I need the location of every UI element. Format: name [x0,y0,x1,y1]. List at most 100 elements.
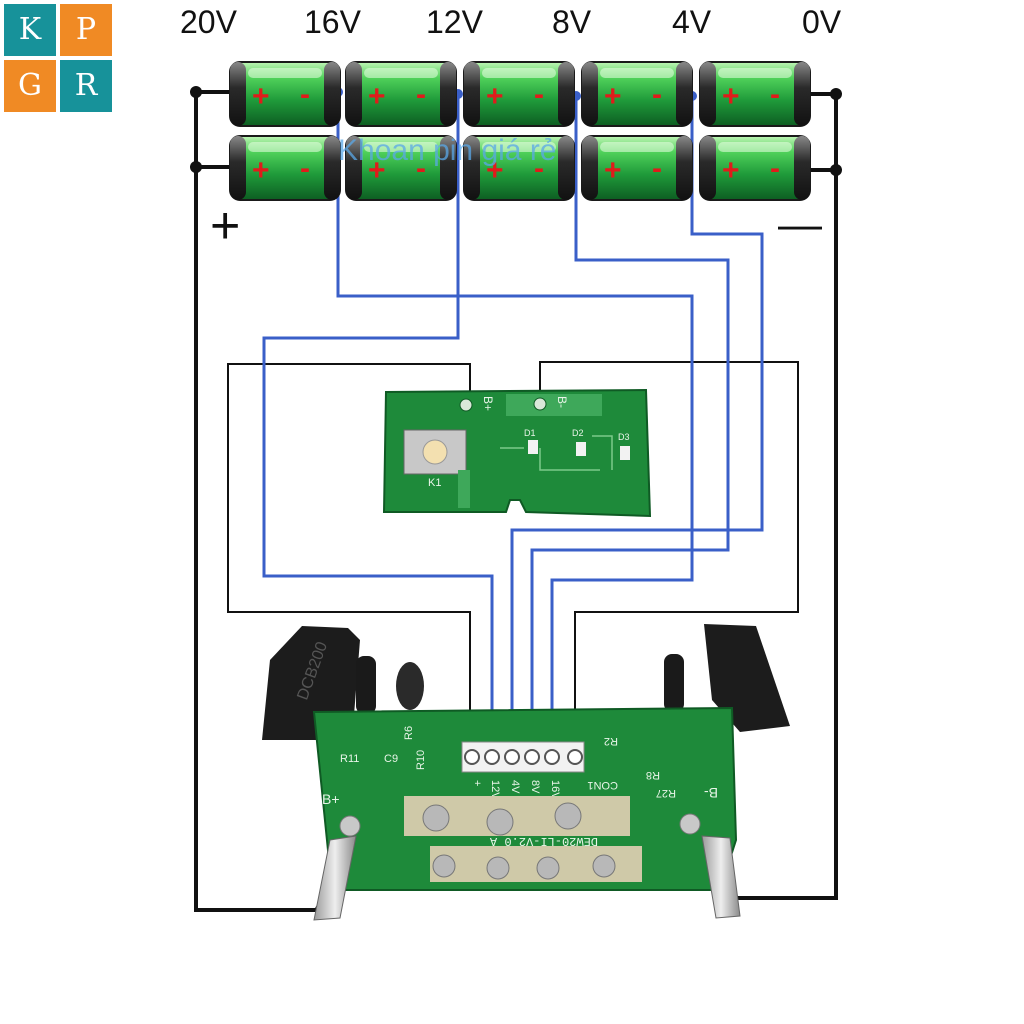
cell-plus-sign: + [252,80,270,113]
cell-minus-sign: - [416,152,426,185]
voltage-label-20v: 20V [180,4,237,40]
black-wires [194,90,838,912]
cell-plus-sign: + [252,154,270,187]
battery-cell: +- [463,135,575,201]
connector-pin-label: 8V [529,780,541,794]
cell-plus-sign: + [722,154,740,187]
wire-16v [336,92,694,748]
cell-minus-sign: - [652,78,662,111]
con1-label: CON1 [587,779,618,791]
logo-tile-k: K [4,4,56,56]
battery-cell: +- [581,61,693,127]
led-b-plus-wire [227,363,471,742]
board-silk-label: DEW20-LI-V2.0 A [489,834,598,848]
connector-pin [484,749,500,765]
connector-pin-label: 4V [509,780,521,794]
cell-plus-sign: + [604,80,622,113]
voltage-label-0v: 0V [802,4,842,40]
battery-cell: +- [699,61,811,127]
pack-plus-sign: + [210,197,241,255]
watermark: Khoan pin giá rẻ [338,134,557,167]
led-d1 [528,440,538,454]
push-button-k1 [403,429,467,475]
logo-tile-g: G [4,60,56,112]
voltage-label-4v: 4V [672,4,712,40]
connector-pin-label: + [471,780,483,786]
cell-minus-sign: - [534,78,544,111]
cell-minus-sign: - [770,78,780,111]
wire-4v [510,96,764,748]
component-ref-label: R11 [340,753,359,765]
battery-cell: +- [699,135,811,201]
balance-wires [262,92,764,748]
battery-cell: +- [581,135,693,201]
battery-cell: +- [229,135,341,201]
component-ref-label: R6 [403,726,415,740]
battery-cell: +- [463,61,575,127]
cell-minus-sign: - [416,78,426,111]
pack-positive-link [196,90,230,169]
component-ref-label: R27 [656,787,676,799]
battery-cells: +-+-+-+-+-+-+-+-+-+- [229,61,811,201]
board-b-minus-label: B- [704,785,718,801]
component-ref-label: R2 [604,735,618,747]
battery-cell: +- [345,61,457,127]
cell-plus-sign: + [604,154,622,187]
pack-negative-link [808,92,836,172]
logo-tile-r: R [60,60,112,112]
cell-minus-sign: - [652,152,662,185]
led-b-minus-label: B- [555,396,569,408]
pack-minus-sign: — [778,200,822,249]
led-d2 [576,442,586,456]
wire-8v [530,96,730,748]
component-ref-label: C9 [384,753,398,765]
cell-minus-sign: - [300,78,310,111]
push-button-cap [422,439,448,465]
b-plus-pad [459,398,473,412]
connector-pin [544,749,560,765]
voltage-label-12v: 12V [426,4,483,40]
d2-label: D2 [572,428,584,438]
cell-plus-sign: + [368,80,386,113]
voltage-label-8v: 8V [552,4,592,40]
voltage-label-16v: 16V [304,4,361,40]
connector-pin [504,749,520,765]
connector-pin-label: 12V [489,780,501,800]
connector-pin [524,749,540,765]
d1-label: D1 [524,428,536,438]
connector-pin-label: 16V [549,780,561,800]
logo-tile-p: P [60,4,112,56]
led-b-minus-wire [539,361,799,742]
right-metal-tab [701,835,741,919]
left-metal-tab [313,835,357,921]
battery-cell: +- [345,135,457,201]
wire-12v [262,94,494,748]
led-b-plus-label: B+ [481,396,495,411]
component-ref-label: R10 [415,750,427,770]
k1-label: K1 [428,477,441,489]
connector-pin [567,749,583,765]
d3-label: D3 [618,432,630,442]
component-ref-label: R8 [646,769,660,781]
right-holder [704,624,790,732]
cell-minus-sign: - [534,152,544,185]
led-indicator-board: B+ B- K1 D1 D2 D3 [382,388,652,518]
cell-plus-sign: + [486,154,504,187]
b-minus-pad [533,397,547,411]
cell-minus-sign: - [770,152,780,185]
pack-positive-wire [194,92,322,912]
pack-negative-wire [728,94,838,900]
led-d3 [620,446,630,460]
balance-connector [461,741,585,773]
connector-pin [464,749,480,765]
cell-minus-sign: - [300,152,310,185]
cell-plus-sign: + [722,80,740,113]
battery-cell: +- [229,61,341,127]
cell-plus-sign: + [486,80,504,113]
board-b-plus-label: B+ [322,791,340,807]
led-board-wires [227,361,799,742]
logo: K P G R [4,4,116,116]
cell-plus-sign: + [368,154,386,187]
